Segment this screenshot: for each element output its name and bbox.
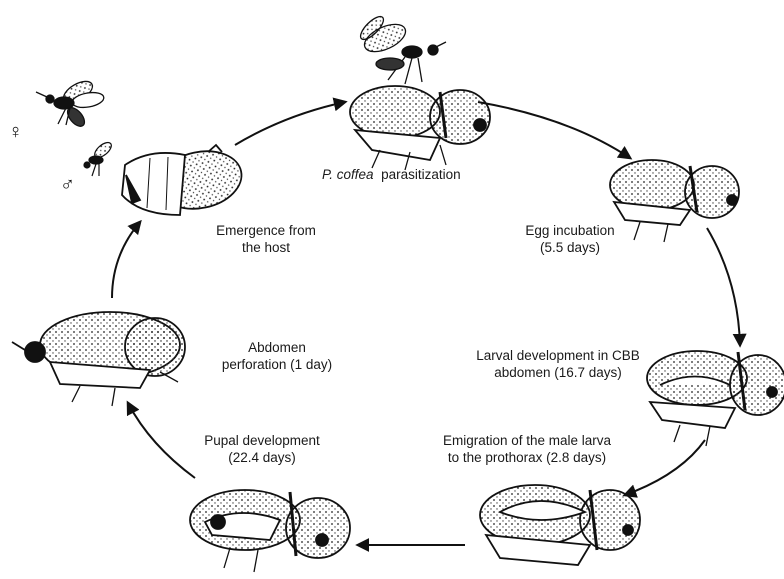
- adult-male-wasp-illustration: [84, 140, 114, 176]
- arrow-larval-to-emigration: [625, 440, 705, 495]
- larval-development-line1: Larval development in CBB: [468, 347, 648, 364]
- adult-female-wasp-illustration: [36, 77, 105, 129]
- abdomen-perforation-line1: Abdomen: [212, 339, 342, 356]
- larval-development-line2: abdomen (16.7 days): [468, 364, 648, 381]
- pupal-development-line1: Pupal development: [197, 432, 327, 449]
- parasitization-beetle-illustration: [350, 86, 490, 170]
- emergence-beetle-illustration: [122, 144, 247, 216]
- pupal-development-line2: (22.4 days): [197, 449, 327, 466]
- parasitization-text: parasitization: [381, 167, 461, 182]
- pupal-development-label: Pupal development (22.4 days): [197, 432, 327, 466]
- species-name: P. coffea: [322, 167, 374, 182]
- arrow-abdomen-to-emergence: [112, 222, 140, 298]
- emigration-beetle-illustration: [480, 485, 640, 565]
- larval-development-label: Larval development in CBB abdomen (16.7 …: [468, 347, 648, 381]
- emigration-line2: to the prothorax (2.8 days): [436, 449, 618, 466]
- arrow-pupal-to-abdomen: [128, 403, 195, 478]
- parasitoid-wasp-on-beetle-illustration: [357, 13, 446, 84]
- abdomen-perforation-label: Abdomen perforation (1 day): [212, 339, 342, 373]
- pupal-development-beetle-illustration: [190, 490, 350, 572]
- parasitization-label: P. coffea parasitization: [322, 166, 461, 183]
- emigration-line1: Emigration of the male larva: [436, 432, 618, 449]
- egg-incubation-line1: Egg incubation: [510, 222, 630, 239]
- male-symbol: ♂: [60, 175, 75, 195]
- arrow-emergence-to-parasitization: [235, 102, 345, 145]
- abdomen-perforation-line2: perforation (1 day): [212, 356, 342, 373]
- female-symbol: ♀: [8, 122, 23, 142]
- emergence-line1: Emergence from: [208, 222, 324, 239]
- arrow-egg-to-larval: [707, 228, 740, 345]
- emergence-label: Emergence from the host: [208, 222, 324, 256]
- larval-development-beetle-illustration: [647, 351, 784, 446]
- arrow-parasitization-to-egg: [478, 102, 630, 158]
- abdomen-perforation-beetle-illustration: [12, 312, 185, 406]
- emigration-label: Emigration of the male larva to the prot…: [436, 432, 618, 466]
- emergence-line2: the host: [208, 239, 324, 256]
- egg-incubation-label: Egg incubation (5.5 days): [510, 222, 630, 256]
- egg-incubation-line2: (5.5 days): [510, 239, 630, 256]
